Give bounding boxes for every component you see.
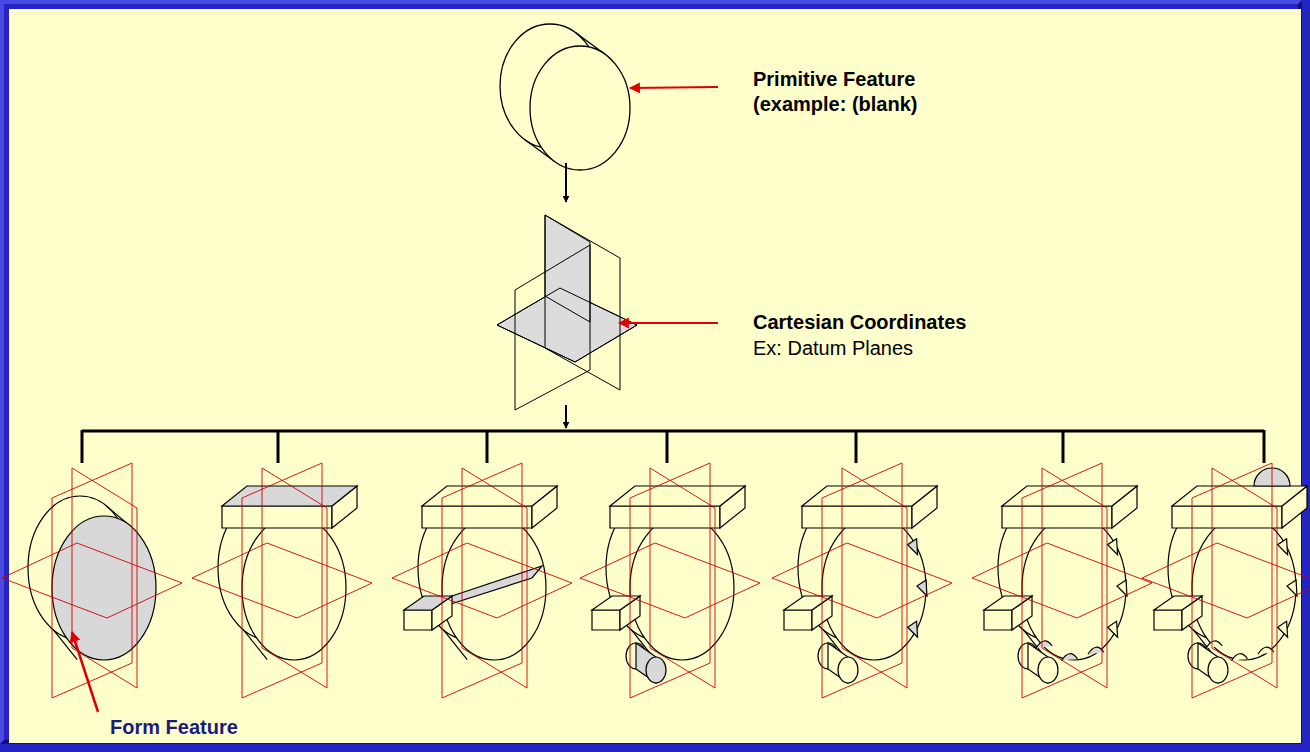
pointer-arrow [72,632,98,712]
feature-example: (example: (blank) [753,92,917,116]
primitive-cylinder [500,24,630,170]
form-feature-label: Form Feature [110,715,238,739]
form-feature-figure [192,463,372,698]
coordinates-example: Ex: Datum Planes [753,336,913,360]
form-feature-figure [580,463,760,698]
form-feature-figure [1142,463,1310,698]
feature-label: Primitive Feature [753,67,915,91]
form-feature-figure [772,463,952,698]
pointer-arrow [630,87,718,88]
form-feature-figure [392,463,572,698]
flow-arrow [565,405,567,428]
datum-planes [497,215,637,410]
tree-bracket [82,430,1264,463]
form-feature-figure [972,463,1152,698]
coordinates-label: Cartesian Coordinates [753,310,966,334]
pointer-arrow [619,322,718,324]
form-feature-figure [2,463,182,698]
flow-arrow [565,163,567,202]
